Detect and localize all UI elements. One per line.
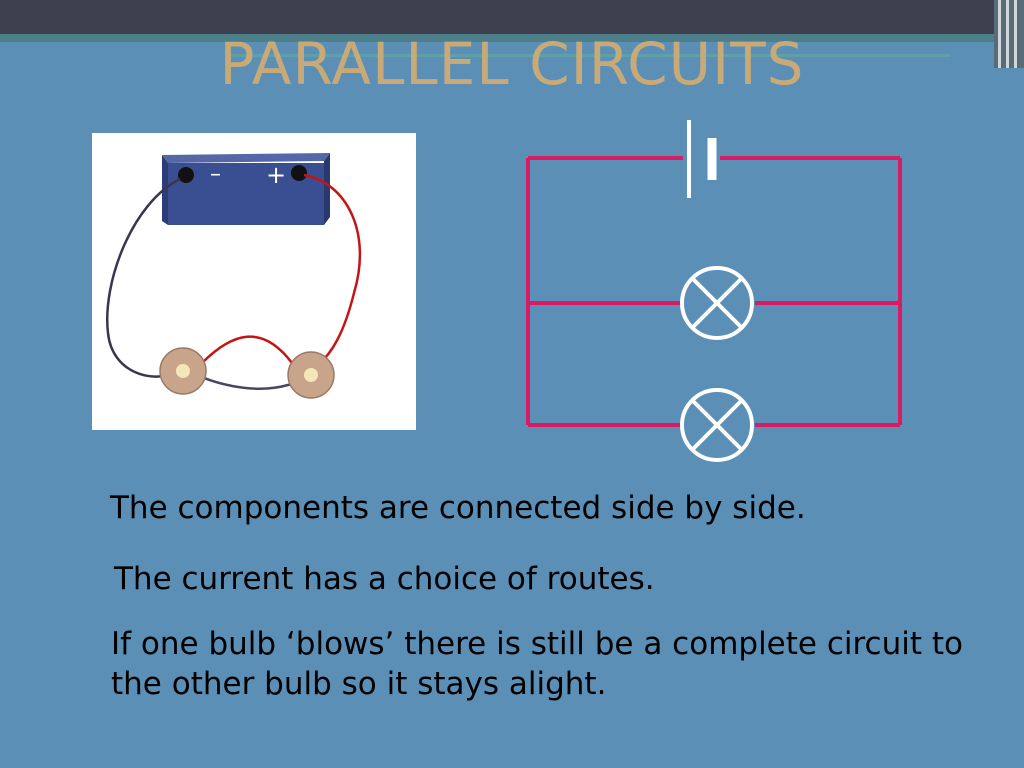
corner-decoration: [994, 0, 1024, 68]
parallel-circuit-schematic: [526, 120, 902, 462]
battery-cell-symbol: [687, 120, 717, 198]
black-wire: [106, 177, 181, 378]
bulb-right: [304, 368, 318, 382]
bulb-left: [176, 364, 190, 378]
slide-title: PARALLEL CIRCUITS: [219, 30, 805, 98]
caption-choice-of-routes: The current has a choice of routes.: [114, 561, 655, 597]
lamp-symbol-bottom: [680, 388, 754, 462]
negative-terminal: [178, 167, 194, 183]
header-bar: [0, 0, 1024, 34]
circuit-photo: – +: [92, 133, 416, 430]
negative-label: –: [210, 162, 221, 187]
battery-top: [162, 153, 330, 163]
circuit-photo-image: – +: [106, 153, 362, 399]
title-underline: [230, 54, 950, 57]
positive-label: +: [266, 161, 286, 189]
red-wire: [303, 173, 362, 366]
circuit-wires: [526, 156, 902, 427]
positive-terminal: [291, 165, 307, 181]
lamp-symbol-top: [680, 266, 754, 340]
caption-bulb-blows: If one bulb ‘blows’ there is still be a …: [111, 626, 963, 702]
caption-side-by-side: The components are connected side by sid…: [110, 490, 806, 526]
header-stripe: [0, 34, 1024, 42]
